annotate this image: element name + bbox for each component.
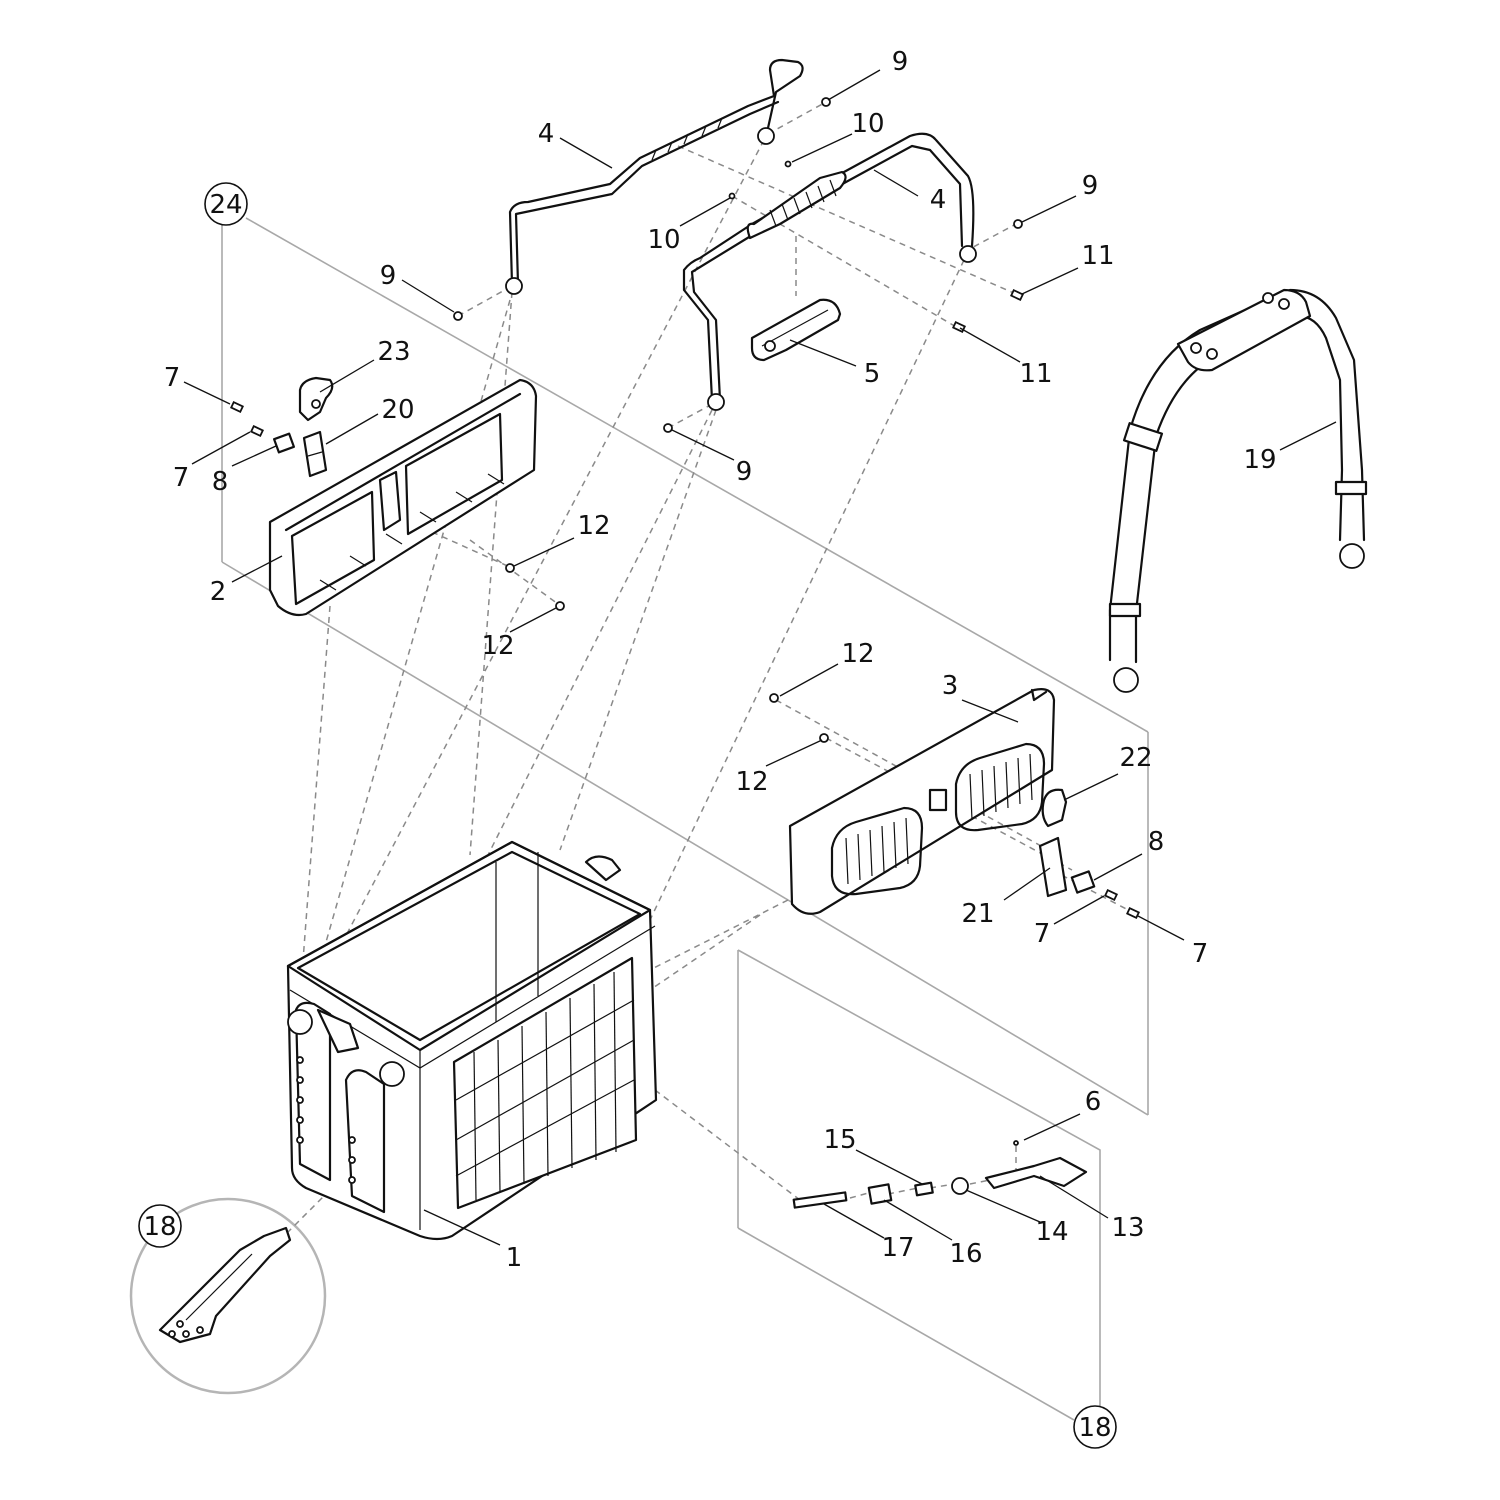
assembly-guide-lines: [281, 101, 1133, 1239]
callout-7-d: 7: [1192, 939, 1209, 969]
handle-bar-upper: [505, 58, 804, 295]
callout-7-b: 7: [173, 463, 190, 493]
callout-24: 24: [209, 190, 242, 220]
leader-lines: [183, 69, 1337, 1246]
shoulder-strap: [1108, 288, 1368, 693]
callout-6: 6: [1085, 1087, 1102, 1117]
callout-12-b: 12: [481, 631, 514, 661]
assembly-24-bracket: [221, 217, 1149, 1116]
callout-5: 5: [864, 359, 881, 389]
end-panel-right: [788, 688, 1056, 915]
latch-set-18: [792, 1140, 1088, 1209]
callout-21: 21: [961, 899, 994, 929]
callout-3: 3: [942, 671, 959, 701]
callout-10-b: 10: [647, 225, 680, 255]
callout-22: 22: [1119, 743, 1152, 773]
callout-8-left: 8: [212, 467, 229, 497]
latch-20: [302, 430, 328, 478]
callout-9-c: 9: [892, 47, 909, 77]
screws-7-right: [1104, 888, 1140, 920]
callout-9-a: 9: [380, 261, 397, 291]
bracket-8-left: [272, 432, 296, 454]
callout-23: 23: [377, 337, 410, 367]
callout-8-right: 8: [1148, 827, 1165, 857]
callout-labels: 1 2 3 4 4 5 6 7 7 7 7 8 8 9 9 9 9 10 10 …: [164, 47, 1277, 1273]
callout-16: 16: [949, 1239, 982, 1269]
callout-9-d: 9: [1082, 171, 1099, 201]
callout-2: 2: [210, 577, 227, 607]
callout-12-a: 12: [577, 511, 610, 541]
assembly-18-bracket: [737, 949, 1101, 1421]
callout-18-set: 18: [1078, 1413, 1111, 1443]
hinge-plate-22: [1041, 788, 1068, 828]
callout-17: 17: [881, 1233, 914, 1263]
end-panel-left: [268, 378, 538, 617]
handle-bar-lower: [682, 132, 977, 411]
callout-11-a: 11: [1081, 241, 1114, 271]
handle-grip: [750, 298, 842, 362]
callout-7-c: 7: [1034, 919, 1051, 949]
detail-latch-18: [158, 1226, 292, 1344]
hinge-plate-23: [298, 376, 334, 422]
callout-15: 15: [823, 1125, 856, 1155]
latch-21: [1038, 836, 1068, 898]
bracket-8-right: [1070, 870, 1096, 894]
callout-18-detail: 18: [143, 1212, 176, 1242]
callout-4-lower: 4: [930, 185, 947, 215]
callout-10-a: 10: [851, 109, 884, 139]
callout-11-b: 11: [1019, 359, 1052, 389]
callout-19: 19: [1243, 445, 1276, 475]
callout-1: 1: [506, 1243, 523, 1273]
detail-view-18: [129, 1197, 327, 1395]
box-body: [286, 840, 658, 1241]
callout-13: 13: [1111, 1213, 1144, 1243]
callout-14: 14: [1035, 1217, 1068, 1247]
callout-20: 20: [381, 395, 414, 425]
callout-7-a: 7: [164, 363, 181, 393]
circled-callout-24: 24: [204, 182, 248, 226]
circled-callout-18-detail: 18: [138, 1204, 182, 1248]
callout-12-c: 12: [841, 639, 874, 669]
circled-callout-18-set: 18: [1073, 1405, 1117, 1449]
callout-9-b: 9: [736, 457, 753, 487]
callout-12-d: 12: [735, 767, 768, 797]
callout-4-upper: 4: [538, 119, 555, 149]
screws-7-left: [230, 400, 264, 438]
